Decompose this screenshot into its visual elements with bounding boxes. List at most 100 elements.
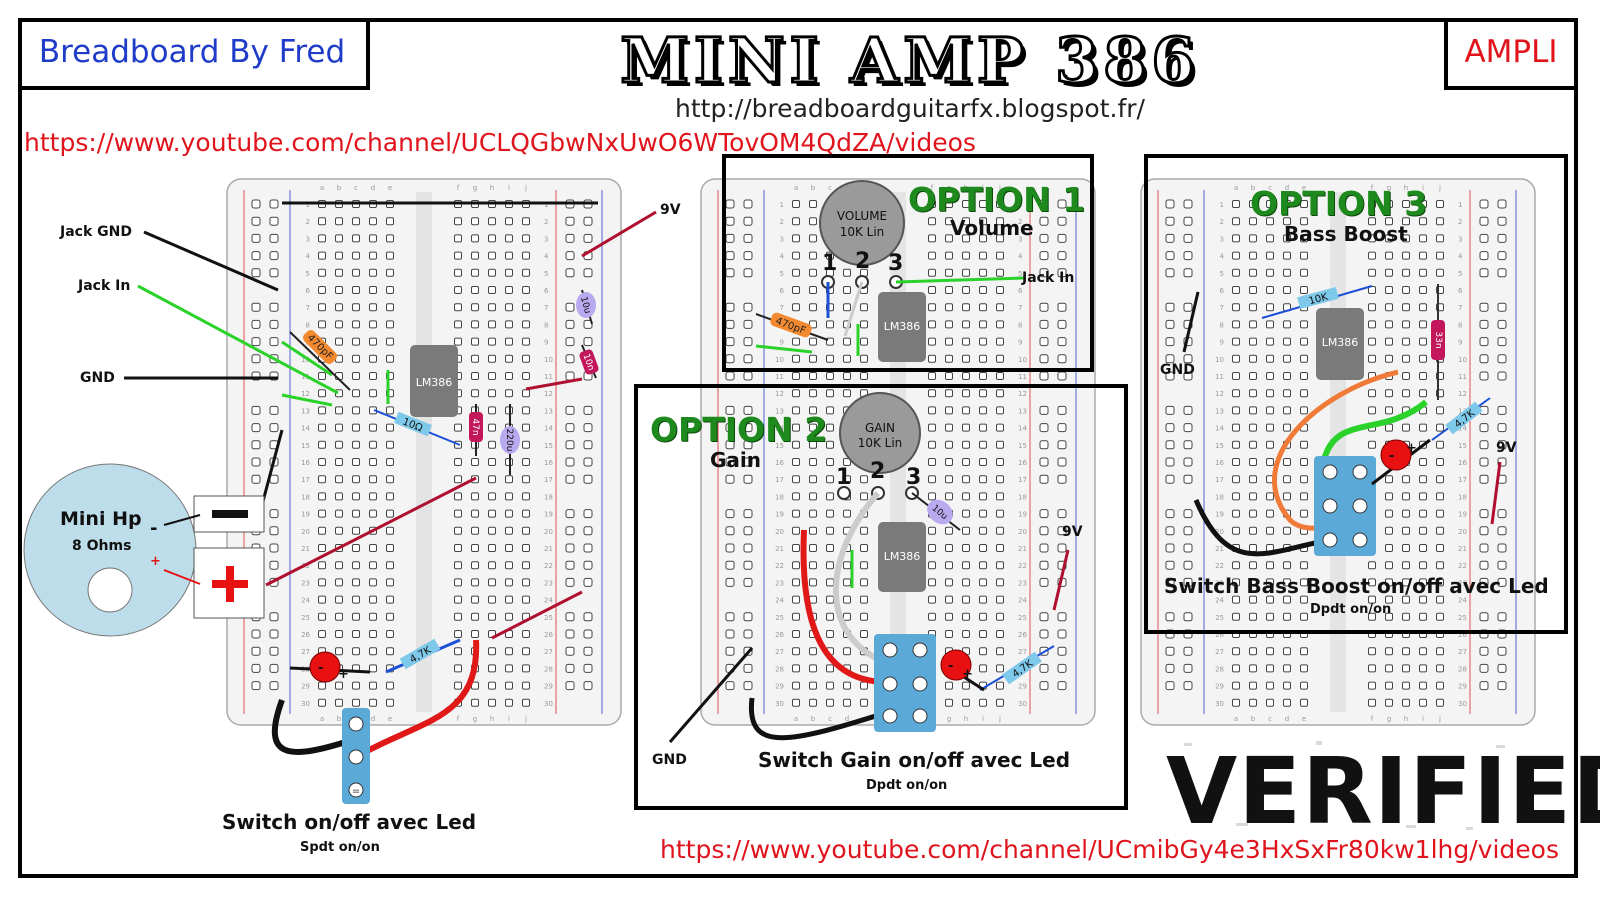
- pot-gain-pins: 1 2 3: [836, 459, 921, 500]
- blog-link[interactable]: http://breadboardguitarfx.blogspot.fr/: [675, 94, 1145, 123]
- svg-text:28: 28: [544, 665, 553, 673]
- svg-text:h: h: [490, 184, 494, 192]
- svg-text:7: 7: [544, 304, 548, 312]
- svg-text:=: =: [352, 786, 360, 797]
- option-3-title: OPTION 3: [1250, 184, 1428, 223]
- wire-9v: [581, 210, 657, 258]
- youtube-link-bottom[interactable]: https://www.youtube.com/channel/UCmibGy4…: [660, 835, 1559, 864]
- svg-text:8: 8: [1458, 321, 1462, 329]
- svg-text:25: 25: [301, 614, 310, 622]
- svg-text:12: 12: [1458, 390, 1467, 398]
- svg-text:c: c: [1268, 715, 1272, 723]
- svg-text:18: 18: [301, 493, 310, 501]
- res-10k-opt3: 10K: [1261, 285, 1373, 319]
- option-2-subtitle: Gain: [710, 448, 762, 472]
- svg-text:16: 16: [1018, 459, 1027, 467]
- svg-text:c: c: [828, 715, 832, 723]
- svg-text:3: 3: [780, 235, 784, 243]
- res-4k7-opt3: 4,7K: [1431, 397, 1491, 441]
- svg-text:29: 29: [1215, 683, 1224, 691]
- svg-text:d: d: [845, 715, 849, 723]
- svg-text:14: 14: [1215, 425, 1224, 433]
- label-gnd: GND: [80, 370, 115, 386]
- svg-text:18: 18: [1018, 493, 1027, 501]
- svg-text:14: 14: [1018, 425, 1027, 433]
- svg-text:13: 13: [301, 407, 310, 415]
- label-9v: 9V: [660, 202, 681, 218]
- svg-text:2: 2: [544, 218, 548, 226]
- switch-dpdt-gain[interactable]: [874, 634, 936, 732]
- cap-10u: 10u: [576, 289, 596, 325]
- svg-text:g: g: [947, 184, 951, 192]
- svg-text:10: 10: [775, 356, 784, 364]
- svg-text:23: 23: [301, 579, 310, 587]
- svg-text:6: 6: [1018, 287, 1023, 295]
- wire-red-out: [525, 377, 583, 391]
- svg-text:1: 1: [544, 201, 548, 209]
- svg-text:j: j: [524, 184, 527, 192]
- option-3-switch-title: Switch Bass Boost on/off avec Led: [1164, 574, 1549, 598]
- svg-text:12: 12: [1018, 390, 1027, 398]
- svg-text:7: 7: [306, 304, 310, 312]
- svg-text:16: 16: [1458, 459, 1467, 467]
- svg-text:2: 2: [780, 218, 784, 226]
- svg-text:14: 14: [544, 425, 553, 433]
- svg-text:h: h: [490, 715, 494, 723]
- option-2-title: OPTION 2: [650, 410, 828, 449]
- ic-lm386-opt1: LM386: [878, 292, 926, 362]
- svg-text:18: 18: [775, 493, 784, 501]
- svg-text:27: 27: [301, 648, 310, 656]
- verified-stamp-bg: [1166, 735, 1556, 835]
- svg-text:16: 16: [544, 459, 553, 467]
- wire-opt2-grey: [833, 491, 891, 667]
- wire-red-switch-2: [354, 639, 480, 760]
- svg-text:f: f: [1371, 715, 1374, 723]
- res-4k7-opt2: 4,7K: [979, 645, 1055, 691]
- option-1-subtitle: Volume: [950, 216, 1034, 240]
- youtube-link-top[interactable]: https://www.youtube.com/channel/UCLQGbwN…: [24, 128, 976, 157]
- svg-text:21: 21: [1215, 545, 1224, 553]
- svg-text:19: 19: [301, 511, 310, 519]
- svg-text:20: 20: [301, 528, 310, 536]
- svg-text:7: 7: [1458, 304, 1462, 312]
- wire-opt1-grey: [843, 281, 864, 337]
- option-2-gnd: GND: [652, 752, 687, 768]
- svg-text:a: a: [1234, 184, 1238, 192]
- svg-text:2: 2: [306, 218, 310, 226]
- svg-text:5: 5: [1458, 270, 1462, 278]
- svg-text:17: 17: [1018, 476, 1027, 484]
- svg-text:8: 8: [1220, 321, 1224, 329]
- svg-text:5: 5: [306, 270, 310, 278]
- svg-text:12: 12: [544, 390, 553, 398]
- switch-dpdt-bass[interactable]: [1314, 456, 1376, 556]
- svg-text:h: h: [1404, 715, 1408, 723]
- svg-text:b: b: [1251, 184, 1256, 192]
- svg-text:22: 22: [775, 562, 784, 570]
- svg-text:17: 17: [1458, 476, 1467, 484]
- svg-text:2: 2: [1018, 218, 1022, 226]
- pot-gain[interactable]: GAIN 10K Lin: [839, 392, 921, 474]
- author-box: [18, 18, 370, 90]
- svg-text:28: 28: [775, 665, 784, 673]
- cap-470pf: 470pF: [289, 329, 351, 391]
- switch-spdt[interactable]: =: [342, 708, 370, 804]
- svg-text:i: i: [508, 715, 510, 723]
- svg-text:f: f: [1371, 184, 1374, 192]
- svg-text:21: 21: [1458, 545, 1467, 553]
- svg-text:a: a: [1234, 715, 1238, 723]
- svg-text:3: 3: [1220, 235, 1224, 243]
- svg-text:e: e: [388, 715, 392, 723]
- svg-text:2: 2: [1220, 218, 1224, 226]
- svg-text:16: 16: [301, 459, 310, 467]
- svg-text:16: 16: [1215, 459, 1224, 467]
- svg-text:3: 3: [1018, 235, 1022, 243]
- svg-text:23: 23: [544, 579, 553, 587]
- wire-green-1: [281, 340, 333, 377]
- svg-text:21: 21: [1018, 545, 1027, 553]
- svg-text:LM386: LM386: [1322, 336, 1359, 349]
- svg-text:26: 26: [775, 631, 784, 639]
- svg-text:3: 3: [906, 465, 921, 490]
- svg-text:30: 30: [544, 700, 553, 708]
- svg-text:26: 26: [544, 631, 553, 639]
- pot-volume[interactable]: VOLUME 10K Lin: [819, 180, 905, 266]
